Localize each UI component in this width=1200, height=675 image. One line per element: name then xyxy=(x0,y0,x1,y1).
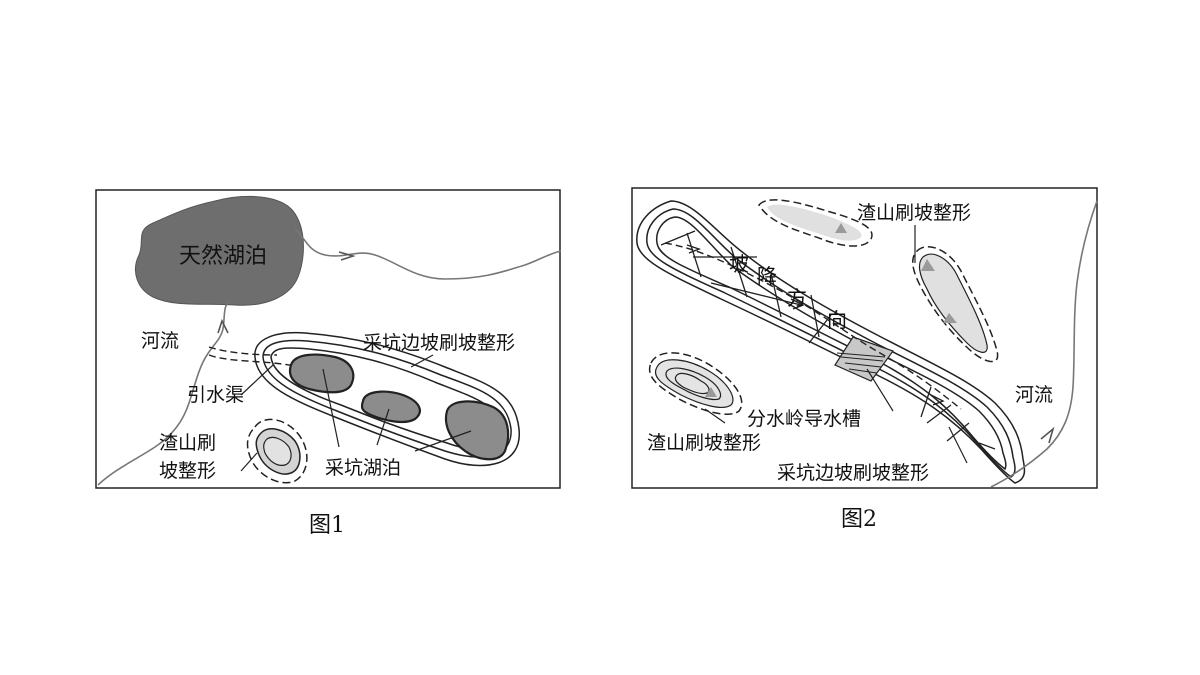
river-upper-arrow xyxy=(338,251,356,261)
figure-1-caption: 图1 xyxy=(309,513,345,538)
slope-dir-char-2: 降 xyxy=(757,264,777,288)
slope-flow-line xyxy=(664,242,962,410)
slag-mound-1 xyxy=(246,418,308,484)
pit-slope-label: 采坑边坡刷坡整形 xyxy=(363,332,515,354)
river-fig2 xyxy=(990,200,1098,488)
natural-lake-label: 天然湖泊 xyxy=(179,244,267,269)
pit-slope-label-fig2: 采坑边坡刷坡整形 xyxy=(777,462,929,484)
river-lower-arrow xyxy=(217,318,229,334)
river-label: 河流 xyxy=(141,330,179,352)
figure-1: 天然湖泊 河流 引水渠 采坑边坡刷坡整形 渣山刷 坡整形 采坑湖泊 xyxy=(95,189,562,490)
divide-trough xyxy=(834,336,894,382)
figure-1-map: 天然湖泊 河流 引水渠 采坑边坡刷坡整形 渣山刷 坡整形 采坑湖泊 xyxy=(95,189,562,489)
figure-2-caption: 图2 xyxy=(841,507,877,532)
flow-arrow-3 xyxy=(930,394,945,406)
slag-top-label: 渣山刷坡整形 xyxy=(857,202,971,224)
river-fig2-arrow xyxy=(1040,426,1055,444)
pit-lake-2 xyxy=(360,390,421,424)
river-label-fig2: 河流 xyxy=(1015,384,1053,406)
slope-grid xyxy=(660,230,996,450)
divide-label: 分水岭导水槽 xyxy=(747,408,861,430)
pit-lake-1 xyxy=(288,353,355,394)
leader-lines-1 xyxy=(240,354,472,472)
river-lower xyxy=(97,300,230,486)
canal-label: 引水渠 xyxy=(187,384,244,406)
slag-mound-top xyxy=(758,199,873,247)
pit-lake-label: 采坑湖泊 xyxy=(325,457,401,479)
figure-2: 渣山刷坡整形 坡 降 方 向 河流 分水岭导水槽 渣山刷坡整形 采坑边坡刷坡整形 xyxy=(631,187,1099,490)
canal-line-2 xyxy=(208,346,278,356)
slag-label-line1: 渣山刷 xyxy=(159,432,216,454)
slag-mound-left xyxy=(648,352,743,415)
slope-dir-char-3: 方 xyxy=(787,286,807,310)
flow-arrow-1 xyxy=(686,244,702,254)
natural-lake xyxy=(135,195,304,306)
slag-mound-right xyxy=(911,246,999,363)
flow-arrow-2 xyxy=(790,298,805,310)
slope-dir-char-4: 向 xyxy=(827,308,847,332)
slag-label-line2: 坡整形 xyxy=(159,460,216,482)
slag-left-label: 渣山刷坡整形 xyxy=(647,432,761,454)
slope-dir-char-1: 坡 xyxy=(729,252,749,276)
figure-2-map: 渣山刷坡整形 坡 降 方 向 河流 分水岭导水槽 渣山刷坡整形 采坑边坡刷坡整形 xyxy=(631,187,1098,489)
leader-lines-2 xyxy=(704,225,968,464)
pit-lake-3 xyxy=(444,400,510,461)
river-upper xyxy=(294,228,562,280)
